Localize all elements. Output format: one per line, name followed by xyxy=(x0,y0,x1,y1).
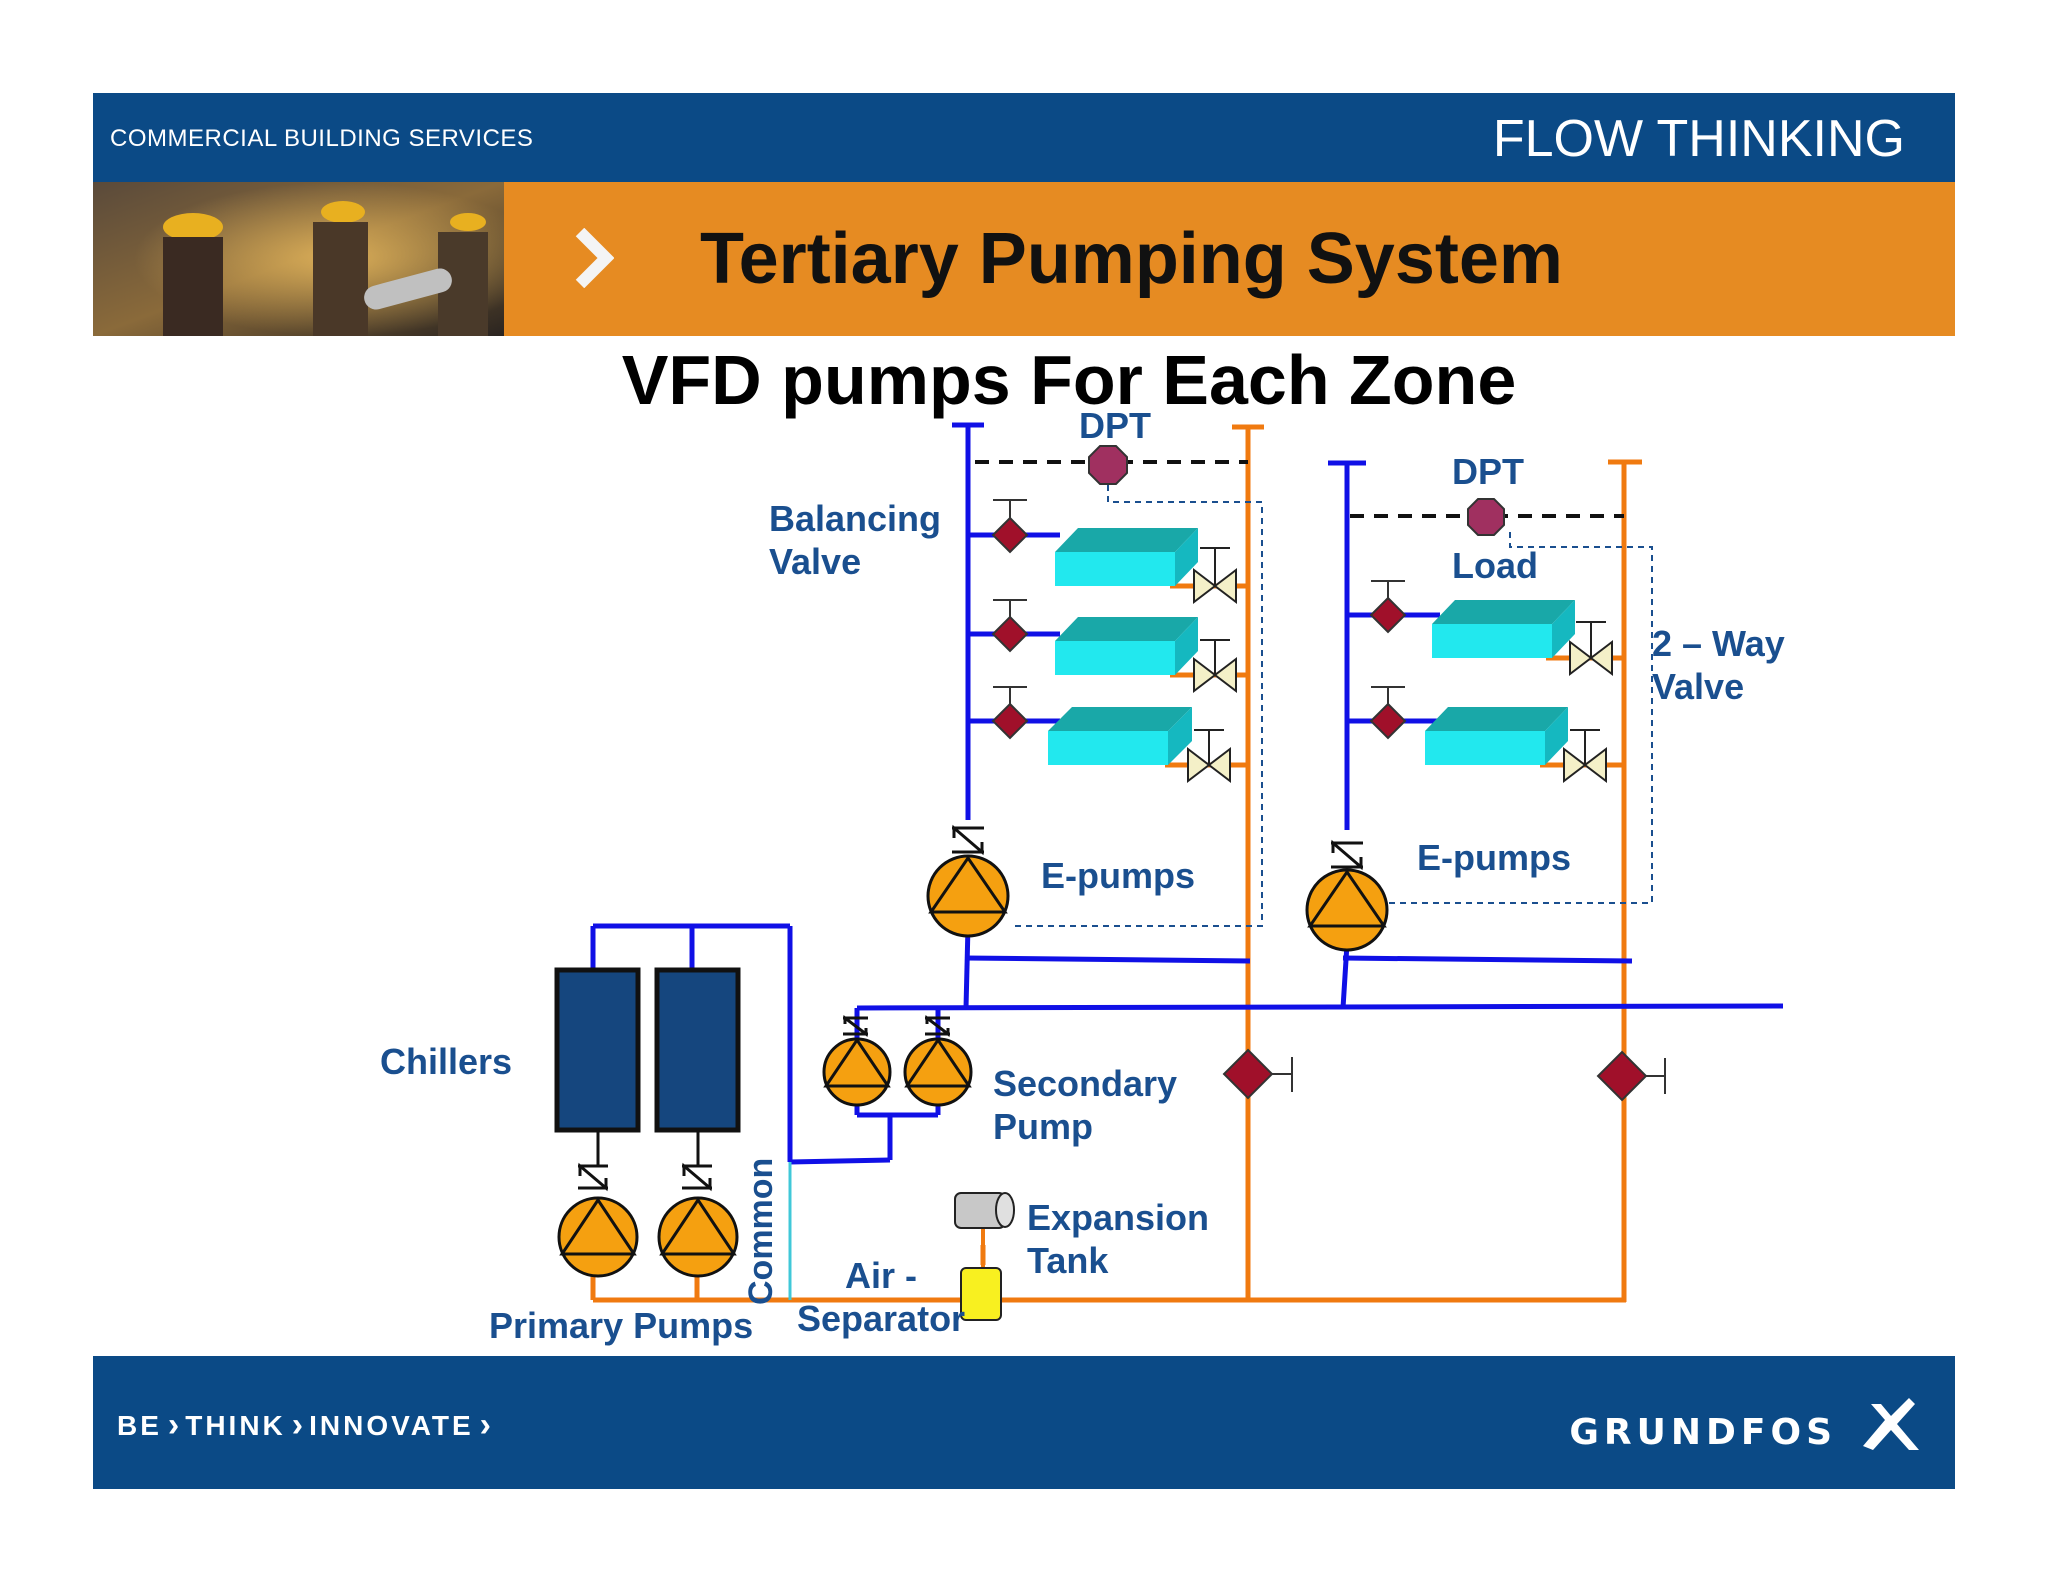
secondary-pump-icon xyxy=(822,1037,892,1107)
chevron-right-icon: › xyxy=(479,1406,491,1444)
balancing-valve-icon xyxy=(991,686,1029,740)
balancing-valve-icon xyxy=(1596,1050,1666,1102)
chevron-right-icon: › xyxy=(167,1406,180,1444)
two-way-valve-icon xyxy=(1187,729,1231,784)
e-pump-icon xyxy=(1305,868,1389,952)
load-coil-icon xyxy=(1425,707,1568,765)
air-separator-label-line2: Separator xyxy=(797,1298,966,1339)
chevron-right-icon: › xyxy=(291,1406,304,1444)
air-separator-label-line1: Air - xyxy=(845,1255,917,1296)
two-way-valve-icon xyxy=(1563,729,1607,784)
e-pump-icon xyxy=(926,854,1010,938)
primary-pump-icon xyxy=(557,1196,639,1278)
two-way-valve-icon xyxy=(1193,547,1237,605)
two-way-valve-icon xyxy=(1193,639,1237,694)
header-photo xyxy=(93,182,504,336)
check-valve-icon xyxy=(843,1014,868,1038)
two-way-valve-icon xyxy=(1569,621,1613,677)
dpt-sensor-icon xyxy=(1467,498,1505,536)
balancing-valve-icon xyxy=(991,599,1029,653)
check-valve-icon xyxy=(578,1162,608,1192)
primary-pump-icon xyxy=(657,1196,739,1278)
check-valve-icon xyxy=(1331,839,1363,871)
load-coil-icon xyxy=(1048,707,1192,765)
slogan-innovate: INNOVATE xyxy=(309,1409,474,1441)
e-pumps-label-zone1: E-pumps xyxy=(1041,855,1196,896)
load-coil-icon xyxy=(1055,528,1198,586)
load-coil-icon xyxy=(1432,600,1575,658)
chevron-right-icon xyxy=(575,228,614,288)
footer-bar: BE › THINK › INNOVATE › GRUNDFOS xyxy=(93,1356,1955,1489)
balancing-valve-icon xyxy=(1222,1048,1293,1100)
common-label: Common xyxy=(742,1157,780,1305)
secondary-pump-label-line2: Pump xyxy=(993,1106,1094,1147)
expansion-tank-label-line2: Tank xyxy=(1027,1240,1109,1281)
load-label: Load xyxy=(1452,545,1538,586)
expansion-tank-icon xyxy=(954,1192,1015,1268)
two-way-valve-label-line2: Valve xyxy=(1652,666,1745,707)
dpt-sense-lines xyxy=(975,460,1653,927)
page-title: Tertiary Pumping System xyxy=(700,219,1563,299)
secondary-pump-icon xyxy=(903,1037,973,1107)
grundfos-x-icon xyxy=(1863,1398,1919,1450)
check-valve-icon xyxy=(925,1014,950,1038)
balancing-valve-icon xyxy=(1369,686,1407,740)
subtitle: VFD pumps For Each Zone xyxy=(621,341,1517,419)
two-way-valve-label-line1: 2 – Way xyxy=(1652,623,1785,664)
header-bar: COMMERCIAL BUILDING SERVICES FLOW THINKI… xyxy=(93,93,1955,182)
check-valve-icon xyxy=(952,824,984,856)
chillers-label: Chillers xyxy=(380,1041,513,1082)
balancing-valve-label-line2: Valve xyxy=(769,541,862,582)
air-separator-icon xyxy=(960,1267,1002,1321)
brand-logo: GRUNDFOS xyxy=(1569,1412,1837,1453)
check-valve-icon xyxy=(682,1162,712,1192)
slogan: BE › THINK › INNOVATE › xyxy=(117,1406,491,1445)
division-label: COMMERCIAL BUILDING SERVICES xyxy=(110,125,534,152)
slogan-think: THINK xyxy=(185,1409,286,1441)
chiller-icon xyxy=(554,967,641,1133)
dpt-label-zone2: DPT xyxy=(1452,451,1524,492)
chiller-icon xyxy=(654,967,741,1133)
primary-pumps-label: Primary Pumps xyxy=(489,1305,754,1346)
load-coil-icon xyxy=(1055,617,1198,675)
dpt-sensor-icon xyxy=(1088,445,1128,485)
dpt-label-zone1: DPT xyxy=(1079,405,1151,446)
secondary-pump-label-line1: Secondary xyxy=(993,1063,1178,1104)
balancing-valve-label-line1: Balancing xyxy=(769,498,942,539)
title-bar xyxy=(504,182,1955,336)
e-pumps-label-zone2: E-pumps xyxy=(1417,837,1572,878)
balancing-valve-icon xyxy=(1369,580,1407,634)
expansion-tank-label-line1: Expansion xyxy=(1027,1197,1210,1238)
balancing-valve-icon xyxy=(991,499,1029,554)
slogan-be: BE xyxy=(117,1409,162,1441)
tagline: FLOW THINKING xyxy=(1492,110,1905,168)
